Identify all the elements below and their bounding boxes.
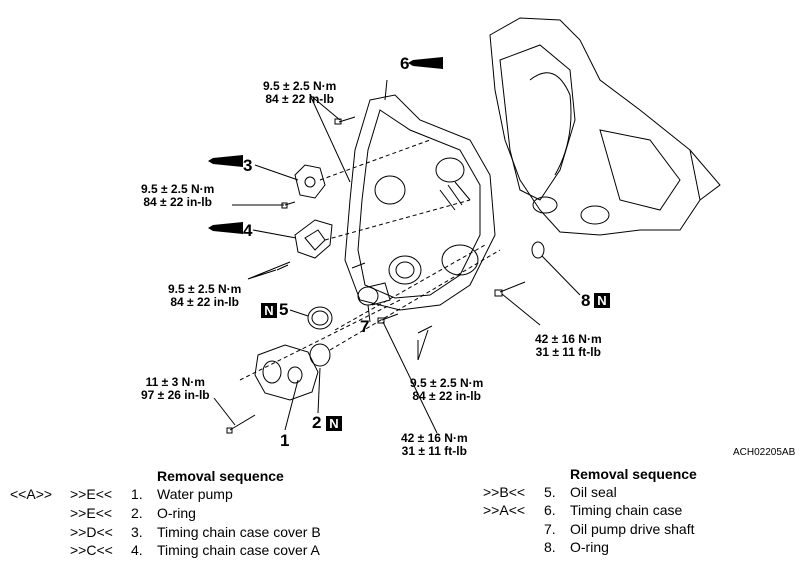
reference-b: >>C<< — [70, 542, 113, 558]
torque-nm: 9.5 ± 2.5 N·m — [168, 282, 242, 296]
callout-1: 1 — [280, 431, 290, 450]
reference-b: >>E<< — [70, 486, 113, 502]
reference-b: >>E<< — [70, 505, 113, 521]
torque-nm: 11 ± 3 N·m — [145, 375, 205, 389]
new-part-badge-2: N — [326, 416, 342, 431]
o-ring-8-drawing — [531, 241, 545, 259]
item-name: Water pump — [157, 486, 233, 502]
item-name: O-ring — [570, 539, 609, 555]
item-number: 2. — [131, 505, 143, 521]
item-number: 1. — [131, 486, 143, 502]
callout-2: 2 — [312, 413, 322, 432]
new-part-badge-8: N — [594, 293, 610, 308]
figure-code: ACH02205AB — [733, 447, 796, 458]
torque-nm: 9.5 ± 2.5 N·m — [410, 376, 484, 390]
item-number: 4. — [131, 542, 143, 558]
torque-alt: 31 ± 11 ft-lb — [401, 444, 467, 458]
torque-alt: 84 ± 22 in-lb — [170, 295, 239, 309]
item-number: 6. — [544, 502, 556, 518]
callout-3: 3 — [243, 156, 253, 175]
item-name: Oil seal — [570, 484, 617, 500]
oil-seal-drawing — [307, 306, 333, 330]
torque-alt: 84 ± 22 in-lb — [265, 92, 334, 106]
exploded-view-illustration — [208, 17, 721, 434]
callout-7: 7 — [360, 317, 370, 336]
water-pump-drawing — [254, 344, 319, 401]
reference-b: >>A<< — [483, 502, 526, 518]
left-sequence-title: Removal sequence — [157, 468, 284, 484]
reference-a: <<A>> — [10, 486, 53, 502]
item-name: Oil pump drive shaft — [570, 521, 695, 537]
torque-nm: 9.5 ± 2.5 N·m — [141, 182, 215, 196]
torque-alt: 84 ± 22 in-lb — [143, 195, 212, 209]
torque-label-cover-b: 9.5 ± 2.5 N·m 84 ± 22 in-lb — [141, 183, 214, 209]
arrow-tags — [208, 57, 443, 234]
torque-label-water-pump: 11 ± 3 N·m 97 ± 26 in-lb — [141, 376, 210, 402]
callout-8: 8 — [581, 291, 591, 310]
item-name: Timing chain case cover B — [157, 524, 321, 540]
item-name: Timing chain case — [570, 502, 683, 518]
item-number: 5. — [544, 484, 556, 500]
torque-label-cover-upper: 9.5 ± 2.5 N·m 84 ± 22 in-lb — [263, 80, 336, 106]
reference-b: >>B<< — [483, 484, 526, 500]
bolts — [226, 116, 526, 434]
item-number: 8. — [544, 539, 556, 555]
item-name: Timing chain case cover A — [157, 542, 320, 558]
reference-b: >>D<< — [70, 524, 113, 540]
torque-nm: 42 ± 16 N·m — [401, 431, 468, 445]
cover-b-drawing — [294, 164, 326, 199]
leader-lines — [213, 79, 581, 434]
torque-label-cover-a: 9.5 ± 2.5 N·m 84 ± 22 in-lb — [168, 283, 241, 309]
torque-alt: 31 ± 11 ft-lb — [535, 345, 601, 359]
callout-6: 6 — [400, 54, 410, 73]
item-number: 3. — [131, 524, 143, 540]
timing-chain-case-drawing — [344, 94, 496, 311]
torque-label-case-lower: 9.5 ± 2.5 N·m 84 ± 22 in-lb — [410, 377, 483, 403]
new-part-badge-5: N — [261, 303, 277, 318]
torque-label-bottom: 42 ± 16 N·m 31 ± 11 ft-lb — [401, 432, 468, 458]
engine-block-outline — [489, 17, 721, 236]
torque-label-right: 42 ± 16 N·m 31 ± 11 ft-lb — [535, 333, 602, 359]
item-number: 7. — [544, 521, 556, 537]
callout-5: 5 — [279, 300, 289, 319]
torque-nm: 9.5 ± 2.5 N·m — [263, 79, 337, 93]
alignment-lines — [239, 139, 501, 381]
callout-4: 4 — [243, 221, 253, 240]
torque-alt: 97 ± 26 in-lb — [141, 388, 210, 402]
torque-nm: 42 ± 16 N·m — [535, 332, 602, 346]
right-sequence-title: Removal sequence — [570, 466, 697, 482]
item-name: O-ring — [157, 505, 196, 521]
cover-a-drawing — [294, 219, 333, 259]
o-ring-2-drawing — [309, 343, 331, 367]
torque-alt: 84 ± 22 in-lb — [412, 389, 481, 403]
